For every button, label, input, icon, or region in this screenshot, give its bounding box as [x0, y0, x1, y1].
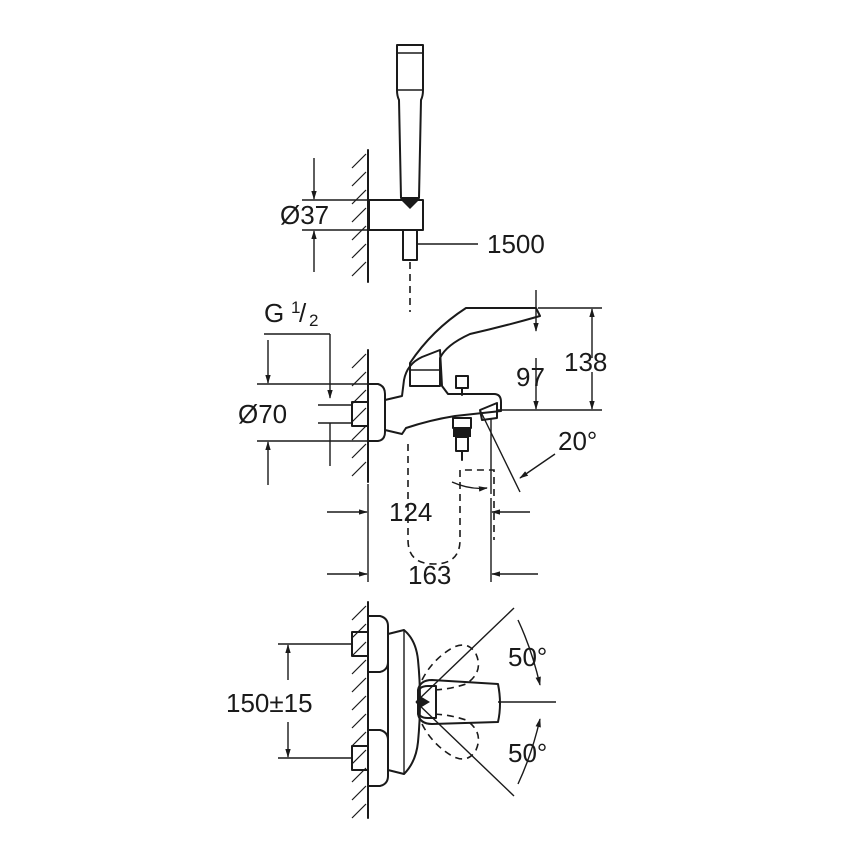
- diameter-70-label: Ø70: [238, 399, 287, 429]
- mixer-top-view: 50° 50° 150±15: [226, 601, 556, 819]
- hand-shower-body: [396, 44, 424, 199]
- mixer-side-view: 20° G 1 / 2 Ø70 97 138 124 163: [238, 290, 607, 590]
- escutcheon: [367, 383, 386, 442]
- spout-projection-label: 124: [389, 497, 432, 527]
- mixer-body: [384, 349, 502, 435]
- wall-hatching-top: [351, 153, 367, 277]
- bath-hidden-outline: [407, 444, 495, 565]
- thread-letter: G: [264, 298, 284, 328]
- diameter-37-label: Ø37: [280, 200, 329, 230]
- wall-hatching-bottom: [351, 605, 367, 819]
- centre-distance-label: 150±15: [226, 688, 313, 718]
- lower-escutcheon: [367, 729, 389, 787]
- holder-knurl: [401, 200, 419, 209]
- hose-length-label: 1500: [487, 229, 545, 259]
- total-projection-label: 163: [408, 560, 451, 590]
- upper-escutcheon: [367, 615, 389, 673]
- lever-handle-top: [417, 679, 501, 725]
- thread-denominator: 2: [309, 311, 318, 330]
- lever-hidden-lower: [421, 713, 480, 760]
- spout-angle-label: 20°: [558, 426, 597, 456]
- lower-nut: [351, 745, 369, 771]
- lever-angle-upper-label: 50°: [508, 642, 547, 672]
- hose-connector-knurl: [453, 428, 471, 437]
- lever-height-label: 97: [516, 362, 545, 392]
- mixer-lever: [409, 307, 541, 387]
- diverter-knob: [455, 375, 469, 389]
- thread-numerator: 1: [291, 298, 300, 317]
- lever-indicator: [420, 696, 430, 708]
- total-height-label: 138: [564, 347, 607, 377]
- wall-hatching-middle: [351, 353, 367, 477]
- hose-stub: [402, 229, 418, 261]
- hose-connector: [452, 417, 472, 429]
- spout-outlet: [479, 402, 498, 421]
- svg-text:/: /: [299, 298, 307, 328]
- shower-holder: [368, 199, 424, 231]
- shower-holder-view: Ø37 1500: [280, 44, 545, 312]
- lever-angle-lower-label: 50°: [508, 738, 547, 768]
- lever-hidden-upper: [421, 644, 480, 691]
- mixer-body-top: [387, 629, 421, 775]
